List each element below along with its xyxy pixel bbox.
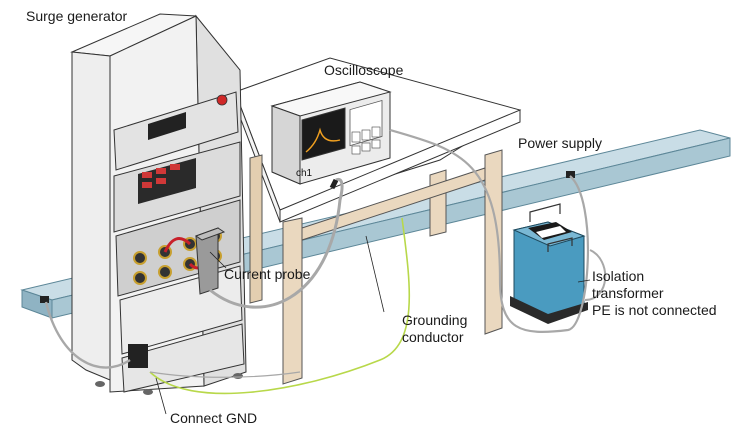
oscilloscope <box>270 81 392 185</box>
oscilloscope-label: Oscilloscope <box>324 62 404 78</box>
isolation-transformer-label: Isolation transformer PE is not connecte… <box>592 268 717 318</box>
surge-generator <box>70 13 247 395</box>
power-supply-label: Power supply <box>518 135 603 151</box>
oscilloscope-screen <box>301 107 346 161</box>
leader-lines <box>155 235 591 415</box>
grounding-conductor-label: Grounding conductor <box>402 312 468 345</box>
connect-gnd-label: Connect GND <box>170 410 258 426</box>
surge-generator-label: Surge generator <box>26 8 128 24</box>
isolation-transformer <box>510 203 588 324</box>
waveform-icon <box>305 127 341 153</box>
current-probe <box>194 227 226 295</box>
current-probe-label: Current probe <box>224 266 311 282</box>
emergency-stop-icon <box>216 94 228 106</box>
cables <box>44 128 607 395</box>
power-inlet-icon <box>128 344 148 368</box>
outlet-left-icon <box>40 296 49 303</box>
channel-label: ch1 <box>296 168 313 179</box>
outlet-right-icon <box>566 171 575 178</box>
